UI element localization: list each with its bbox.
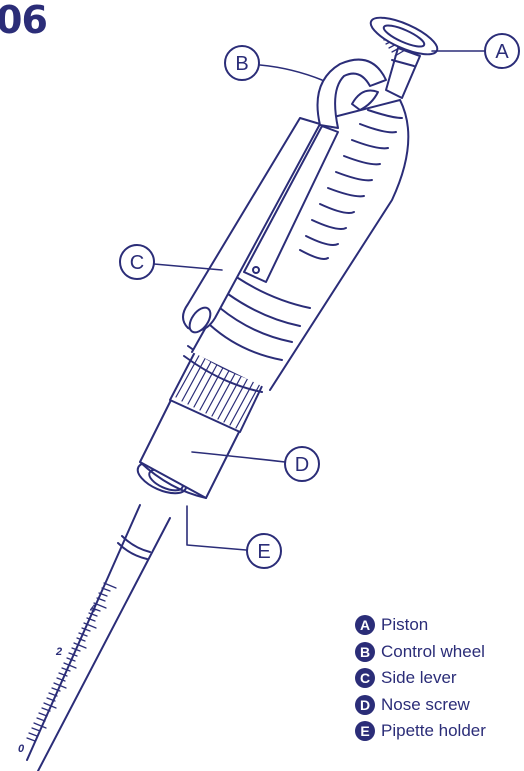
legend-label-piston: Piston — [381, 615, 428, 635]
parts-legend: A Piston B Control wheel C Side lever D … — [355, 612, 486, 745]
callout-a: A — [485, 34, 519, 68]
legend-badge-a: A — [355, 615, 375, 635]
callout-c: C — [120, 245, 154, 279]
legend-badge-c: C — [355, 668, 375, 688]
scale-label-2: 2 — [55, 646, 62, 658]
callout-letter-e: E — [257, 541, 270, 563]
scale-label-4: 4 — [89, 603, 96, 615]
callout-e: E — [247, 534, 281, 568]
callout-letter-b: B — [235, 53, 248, 75]
legend-badge-d: D — [355, 695, 375, 715]
callout-letter-d: D — [295, 454, 309, 476]
legend-label-nose-screw: Nose screw — [381, 695, 470, 715]
pipette-tube: 4 2 0 — [18, 505, 170, 771]
legend-item-side-lever: C Side lever — [355, 665, 486, 692]
legend-label-pipette-holder: Pipette holder — [381, 721, 486, 741]
piston — [366, 10, 442, 98]
legend-label-control-wheel: Control wheel — [381, 642, 485, 662]
legend-item-nose-screw: D Nose screw — [355, 692, 486, 719]
legend-label-side-lever: Side lever — [381, 668, 457, 688]
callout-letter-c: C — [130, 252, 144, 274]
legend-badge-e: E — [355, 721, 375, 741]
callout-d: D — [285, 447, 319, 481]
callout-letter-a: A — [495, 41, 509, 63]
legend-item-pipette-holder: E Pipette holder — [355, 718, 486, 745]
legend-item-control-wheel: B Control wheel — [355, 639, 486, 666]
legend-item-piston: A Piston — [355, 612, 486, 639]
callout-b: B — [225, 46, 259, 80]
scale-label-0: 0 — [18, 743, 25, 755]
legend-badge-b: B — [355, 642, 375, 662]
